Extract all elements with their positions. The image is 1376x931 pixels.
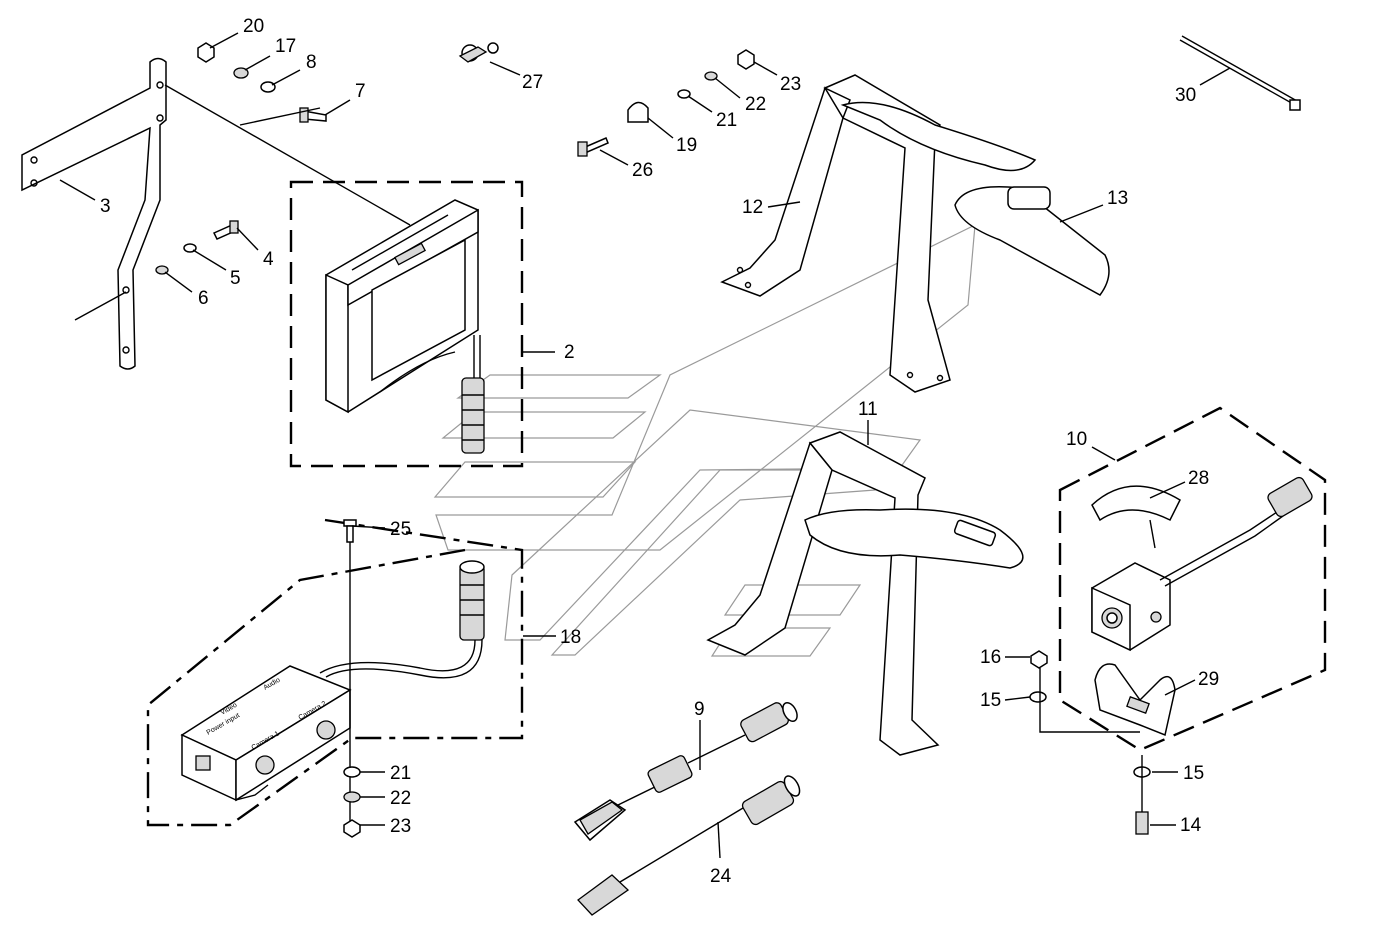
camera-part10 xyxy=(1091,476,1313,737)
callout-15-right: 15 xyxy=(1183,763,1204,784)
callout-22-top: 22 xyxy=(745,94,766,115)
callout-10: 10 xyxy=(1066,429,1087,450)
hardware-left-mid xyxy=(155,220,239,275)
cable-clip-part27 xyxy=(458,42,499,63)
callout-13: 13 xyxy=(1107,188,1128,209)
callout-3: 3 xyxy=(100,196,111,217)
callout-23-bottom: 23 xyxy=(390,816,411,837)
callout-30: 30 xyxy=(1175,85,1196,106)
callout-5: 5 xyxy=(230,268,241,289)
assembly-lines-left xyxy=(74,84,411,321)
cable-part24 xyxy=(577,775,801,916)
callout-4: 4 xyxy=(263,249,274,270)
callout-23-top: 23 xyxy=(780,74,801,95)
callout-16: 16 xyxy=(980,647,1001,668)
hardware-top-center xyxy=(577,49,755,157)
callout-18: 18 xyxy=(560,627,581,648)
callout-19: 19 xyxy=(676,135,697,156)
callout-2: 2 xyxy=(564,342,575,363)
callout-26: 26 xyxy=(632,160,653,181)
callout-11: 11 xyxy=(858,399,878,420)
hardware-camera xyxy=(1029,650,1151,835)
callout-28: 28 xyxy=(1188,468,1209,489)
monitor-part2 xyxy=(325,199,485,454)
callout-14: 14 xyxy=(1180,815,1202,836)
callout-12: 12 xyxy=(742,197,763,218)
callout-numbers: 20 17 8 7 3 4 5 6 2 27 23 22 21 19 26 30… xyxy=(100,16,1219,887)
callout-17: 17 xyxy=(275,36,296,57)
callout-8: 8 xyxy=(306,52,317,73)
callout-21-top: 21 xyxy=(716,110,737,131)
cable-tie-part30 xyxy=(1179,35,1301,111)
leader-lines xyxy=(59,32,1231,859)
monitor-kit-boundary xyxy=(289,180,524,468)
hardware-top-left xyxy=(197,42,327,123)
callout-20: 20 xyxy=(243,16,264,37)
callout-15-left: 15 xyxy=(980,690,1001,711)
control-box-boundary xyxy=(146,518,524,827)
control-box-part18 xyxy=(180,560,485,802)
cable-part9 xyxy=(573,701,798,842)
callout-9: 9 xyxy=(694,699,705,720)
callout-24: 24 xyxy=(710,866,732,887)
mounting-bracket-part12 xyxy=(720,74,1037,393)
ghost-outlines xyxy=(433,223,976,657)
screw-stack-25 xyxy=(343,519,361,838)
cover-part13 xyxy=(954,186,1110,296)
callout-29: 29 xyxy=(1198,669,1219,690)
callout-6: 6 xyxy=(198,288,209,309)
camera-kit-boundary xyxy=(1058,406,1327,752)
callout-22-bottom: 22 xyxy=(390,788,411,809)
monitor-bracket-part3 xyxy=(21,57,167,370)
callout-27: 27 xyxy=(522,72,543,93)
callout-25: 25 xyxy=(390,519,411,540)
mounting-bracket-part11 xyxy=(706,431,1024,756)
callout-7: 7 xyxy=(355,81,366,102)
callout-21-bottom: 21 xyxy=(390,763,411,784)
